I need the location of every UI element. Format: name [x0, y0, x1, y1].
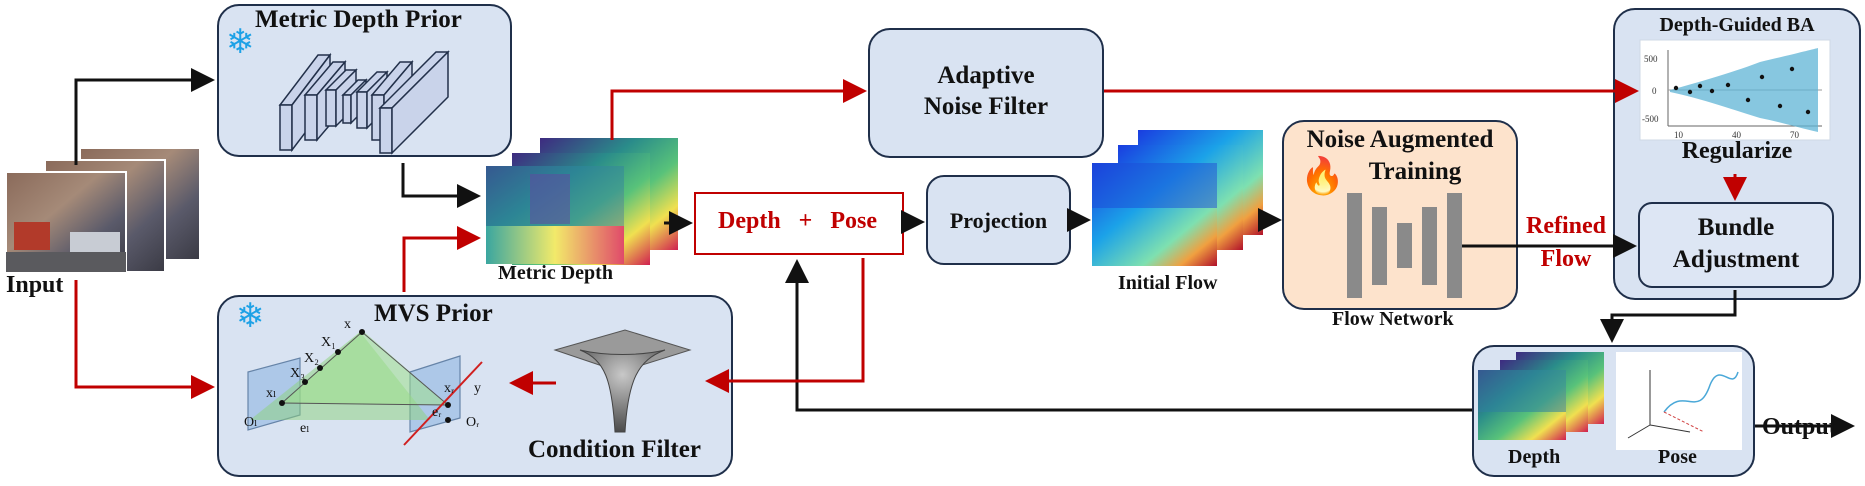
metric-depth-network-graphic [278, 50, 450, 155]
bundle-adjustment-label: Bundle Adjustment [1638, 212, 1834, 276]
noise-augmented-training-box [1282, 120, 1518, 310]
metric-depth-label: Metric Depth [498, 262, 613, 284]
adaptive-noise-filter-line1: Adaptive [937, 62, 1035, 89]
arrow-bundle-to-output [1600, 290, 1737, 343]
depth-pose-label: Depth + Pose [718, 208, 877, 235]
arrow-depth-pose-to-condition-filter [705, 258, 865, 393]
arrow-input-to-metric-prior [74, 68, 215, 165]
mvs-x: x [344, 317, 351, 332]
mvs-ol: Oₗ [244, 415, 258, 430]
output-label: Output [1762, 414, 1837, 440]
noise-augmented-line1: Noise Augmented [1306, 126, 1494, 153]
mvs-y: y [474, 381, 481, 396]
mvs-el: eₗ [300, 421, 310, 436]
input-image-stack [5, 147, 201, 273]
condition-filter-label: Condition Filter [528, 436, 701, 463]
mvs-xl: xₗ [266, 386, 276, 401]
mvs-glyph-labels: x X₁ X₂ X₃ xₗ xᵣ eₗ eᵣ Oₗ Oᵣ y [244, 317, 481, 436]
metric-depth-image-stack [486, 138, 678, 265]
adaptive-noise-filter-label: Adaptive Noise Filter [868, 60, 1104, 122]
initial-flow-label: Initial Flow [1118, 272, 1218, 294]
arrow-metric-depth-to-noise-filter [610, 79, 867, 140]
output-depth-label: Depth [1508, 446, 1561, 468]
regularize-plot [1639, 39, 1831, 141]
noise-augmented-line2: Training [1368, 158, 1462, 185]
mvs-x1: X₁ [321, 335, 336, 350]
output-pose-graphic [1616, 352, 1742, 450]
plot-xtick: 40 [1732, 130, 1742, 140]
mvs-er: eᵣ [432, 405, 441, 420]
snowflake-icon: ❄ [226, 24, 255, 61]
adaptive-noise-filter-box [868, 28, 1104, 158]
plus-text: + [798, 208, 813, 234]
mvs-prior-title: MVS Prior [374, 300, 493, 327]
plot-ytick: -500 [1642, 114, 1659, 124]
depth-text: Depth [718, 208, 781, 234]
noise-augmented-title: Noise Augmented Training [1282, 124, 1518, 188]
regularize-label: Regularize [1681, 138, 1793, 164]
plot-tick-labels: 500 0 -500 10 40 70 [1642, 54, 1800, 140]
mvs-x3: X₃ [290, 366, 305, 381]
arrow-input-to-mvs-prior [74, 280, 215, 399]
mvs-geometry-graphic [247, 329, 483, 446]
metric-depth-prior-title: Metric Depth Prior [255, 6, 462, 33]
input-label: Input [6, 272, 64, 298]
flow-text: Flow [1540, 246, 1592, 272]
mvs-or: Oᵣ [466, 415, 479, 430]
plot-xtick: 70 [1790, 130, 1800, 140]
mvs-xr: xᵣ [444, 381, 454, 396]
bundle-adjustment-box [1638, 202, 1834, 288]
output-depth-image-stack [1478, 352, 1604, 440]
initial-flow-image-stack [1092, 130, 1263, 266]
fire-icon: 🔥 [1300, 156, 1345, 196]
mvs-x2: X₂ [304, 351, 319, 366]
output-pose-label: Pose [1658, 446, 1697, 468]
arrow-mvs-to-metric-depth [402, 226, 481, 292]
refined-text: Refined [1526, 213, 1606, 239]
bundle-line1: Bundle [1697, 214, 1775, 241]
plot-ytick: 500 [1644, 54, 1658, 64]
flow-network-graphic [1347, 193, 1462, 298]
pose-text: Pose [830, 208, 878, 234]
projection-label: Projection [949, 208, 1048, 233]
condition-filter-graphic [553, 329, 692, 433]
bundle-line2: Adjustment [1672, 246, 1800, 273]
flow-network-label: Flow Network [1332, 308, 1454, 330]
refined-flow-label: Refined Flow [1516, 210, 1616, 276]
arrow-output-feedback [785, 259, 1472, 412]
depth-pose-box [694, 192, 904, 255]
adaptive-noise-filter-line2: Noise Filter [923, 93, 1049, 120]
arrow-prior-to-metric-depth [401, 163, 481, 208]
plot-xtick: 10 [1674, 130, 1684, 140]
snowflake-icon: ❄ [236, 298, 265, 335]
plot-ytick: 0 [1652, 86, 1657, 96]
depth-guided-ba-title: Depth-Guided BA [1659, 14, 1815, 36]
